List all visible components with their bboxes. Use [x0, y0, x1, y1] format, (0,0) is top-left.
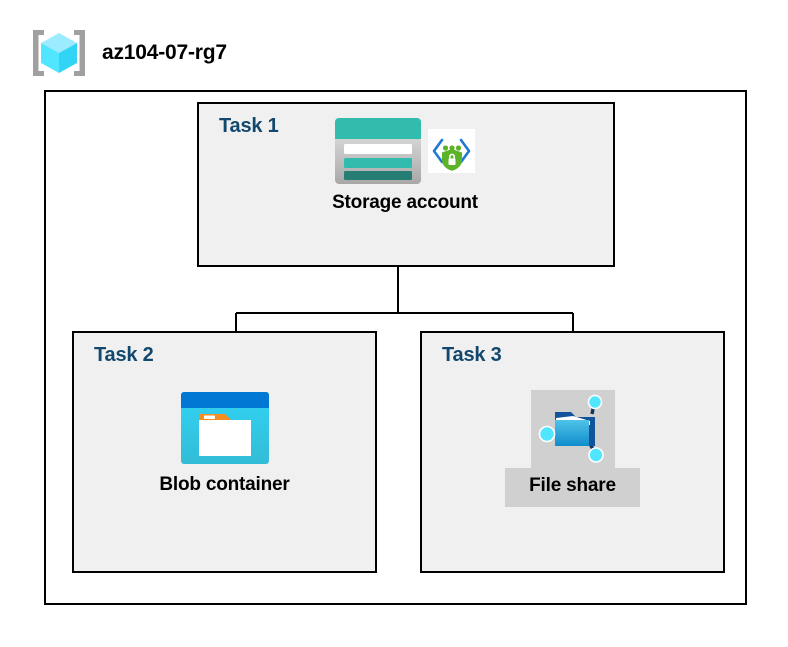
node-storage-account[interactable]: Storage account: [196, 118, 614, 214]
resource-group-header: az104-07-rg7: [30, 27, 227, 79]
file-share-icon: [538, 394, 604, 463]
storage-account-icon: [335, 118, 421, 184]
file-share-icon-highlight: [530, 390, 615, 468]
resource-group-icon: [33, 30, 85, 76]
secure-endpoint-icon: [428, 129, 475, 173]
file-share-caption: File share: [529, 475, 616, 496]
file-share-caption-highlight: File share: [505, 468, 640, 507]
node-file-share[interactable]: File share: [420, 390, 725, 507]
node-blob-container[interactable]: Blob container: [72, 392, 377, 496]
resource-group-title: az104-07-rg7: [102, 41, 227, 64]
task-3-label: Task 3: [442, 344, 502, 366]
task-2-label: Task 2: [94, 344, 154, 366]
task-1-box: Task 1: [197, 102, 615, 267]
blob-container-caption: Blob container: [159, 474, 290, 495]
storage-account-caption: Storage account: [332, 192, 478, 213]
task-1-label: Task 1: [219, 115, 279, 137]
storage-icon-row: [335, 118, 475, 184]
blob-container-icon: [180, 392, 269, 464]
